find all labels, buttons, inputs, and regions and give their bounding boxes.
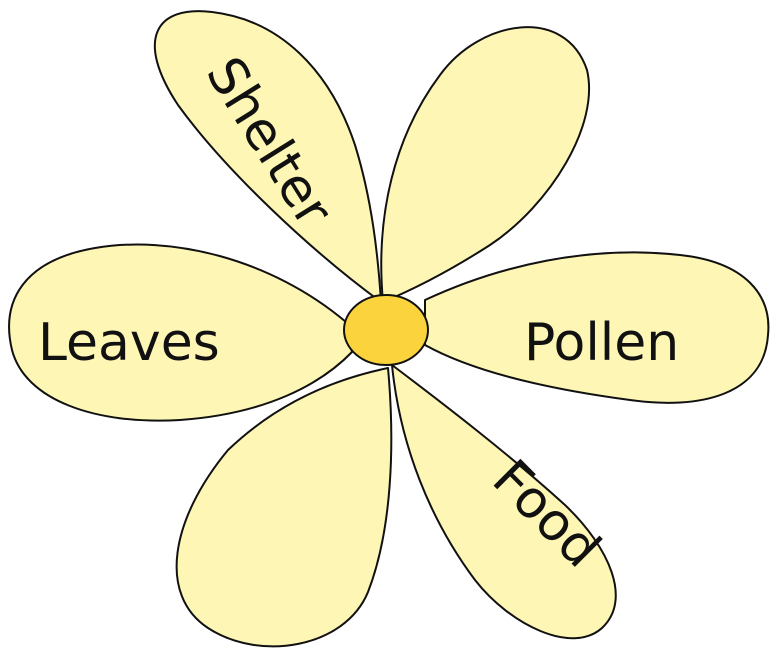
label-pollen: Pollen (524, 313, 679, 373)
label-leaves: Leaves (38, 313, 220, 373)
flower-center (344, 295, 428, 365)
